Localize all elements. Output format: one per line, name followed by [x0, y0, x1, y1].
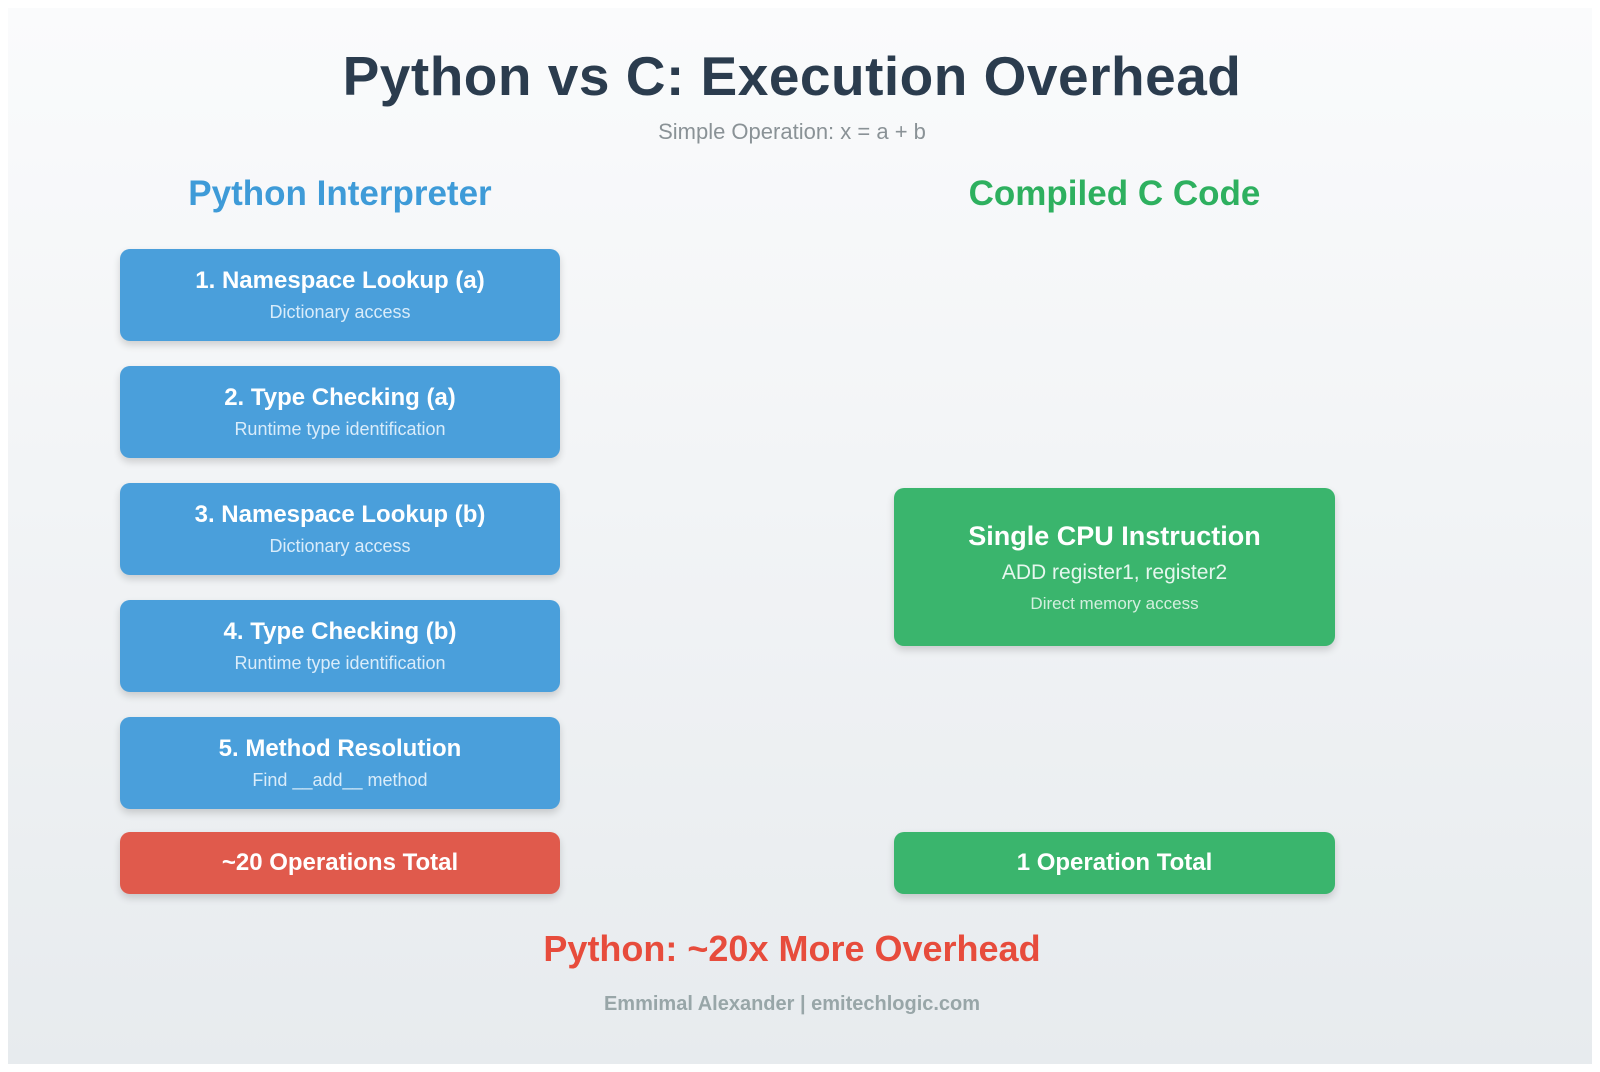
python-steps-list: 1. Namespace Lookup (a) Dictionary acces… — [120, 249, 560, 834]
step-subtitle: Dictionary access — [269, 536, 411, 556]
python-step-1: 1. Namespace Lookup (a) Dictionary acces… — [120, 249, 560, 341]
c-instruction-title: Single CPU Instruction — [968, 520, 1261, 551]
c-instruction-box: Single CPU Instruction ADD register1, re… — [894, 488, 1335, 646]
c-instruction-line1: ADD register1, register2 — [1001, 560, 1228, 584]
step-subtitle: Runtime type identification — [234, 419, 446, 439]
step-title: 1. Namespace Lookup (a) — [195, 267, 485, 294]
c-column-heading: Compiled C Code — [968, 174, 1261, 213]
c-total-box: 1 Operation Total — [894, 832, 1335, 894]
step-title: 4. Type Checking (b) — [223, 618, 457, 645]
infographic-canvas: Python vs C: Execution Overhead Simple O… — [8, 8, 1592, 1064]
page-subtitle: Simple Operation: x = a + b — [658, 119, 926, 144]
python-column-heading: Python Interpreter — [188, 174, 492, 213]
python-step-5: 5. Method Resolution Find __add__ method — [120, 717, 560, 809]
step-subtitle: Runtime type identification — [234, 653, 446, 673]
python-total-box: ~20 Operations Total — [120, 832, 560, 894]
step-title: 2. Type Checking (a) — [224, 384, 456, 411]
step-subtitle: Dictionary access — [269, 302, 411, 322]
page-title: Python vs C: Execution Overhead — [342, 45, 1242, 107]
conclusion-text: Python: ~20x More Overhead — [543, 928, 1041, 969]
python-step-2: 2. Type Checking (a) Runtime type identi… — [120, 366, 560, 458]
step-title: 5. Method Resolution — [218, 735, 462, 762]
python-step-3: 3. Namespace Lookup (b) Dictionary acces… — [120, 483, 560, 575]
footer-credit: Emmimal Alexander | emitechlogic.com — [603, 993, 981, 1015]
step-subtitle: Find __add__ method — [252, 770, 428, 790]
c-instruction-line2: Direct memory access — [1030, 593, 1199, 613]
python-step-4: 4. Type Checking (b) Runtime type identi… — [120, 600, 560, 692]
step-title: 3. Namespace Lookup (b) — [194, 501, 486, 528]
